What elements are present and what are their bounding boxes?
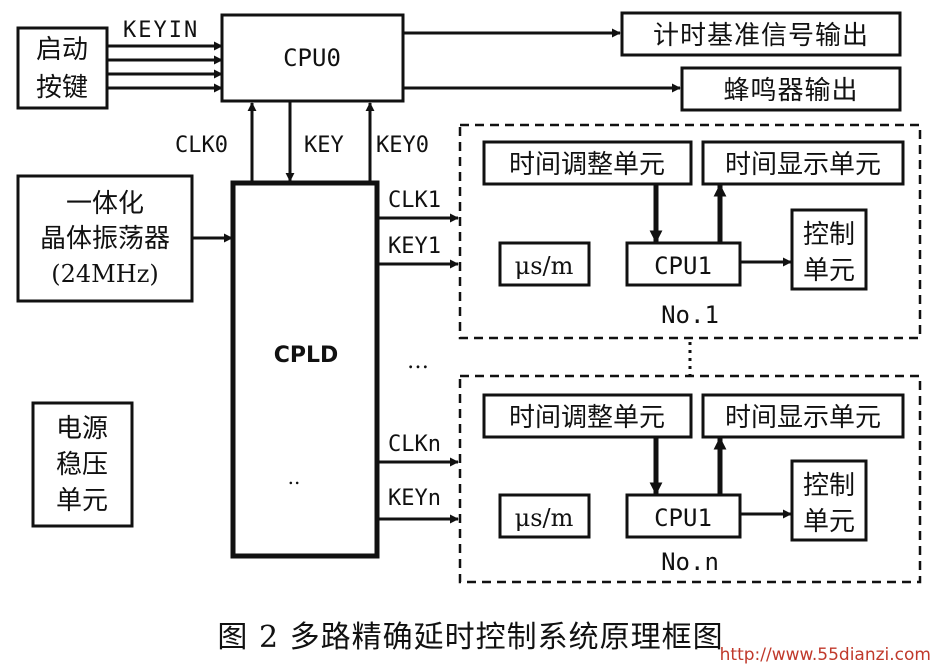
cpu0-block: CPU0 bbox=[220, 13, 405, 103]
time-adjust-label: 时间调整单元 bbox=[509, 150, 665, 180]
watermark[interactable]: http://www.55dianzi.com bbox=[719, 645, 931, 665]
module-number-label: No.1 bbox=[661, 301, 719, 329]
keyin-arrows bbox=[107, 41, 223, 93]
figure-caption: 图 2 多路精确延时控制系统原理框图 bbox=[217, 620, 724, 655]
cpu1-label: CPU1 bbox=[654, 252, 712, 280]
keyn-label: KEYn bbox=[388, 486, 441, 511]
oscillator-label-line3: (24MHz) bbox=[51, 260, 158, 288]
power-label-line2: 稳压 bbox=[56, 450, 108, 480]
ellipsis: … bbox=[407, 349, 429, 374]
module-non: 时间调整单元 时间显示单元 μs/m CPU1 控制 单元 No.n bbox=[458, 374, 922, 584]
power-label-line3: 单元 bbox=[56, 486, 108, 516]
cpu1-label: CPU1 bbox=[654, 504, 712, 532]
cpld-block: CPLD .. bbox=[230, 180, 380, 559]
cpu0-label: CPU0 bbox=[283, 44, 341, 72]
clk0-label: CLK0 bbox=[175, 133, 228, 158]
key-label: KEY bbox=[304, 133, 344, 158]
key1-label: KEY1 bbox=[388, 234, 441, 259]
time-adjust-label: 时间调整单元 bbox=[509, 403, 665, 433]
module-number-label: No.n bbox=[661, 548, 719, 576]
key0-label: KEY0 bbox=[376, 133, 429, 158]
keyin-label: KEYIN bbox=[123, 18, 199, 43]
time-display-label: 时间显示单元 bbox=[725, 150, 881, 180]
oscillator-label-line1: 一体化 bbox=[66, 189, 144, 219]
unit-label: μs/m bbox=[515, 252, 574, 280]
time-display-label: 时间显示单元 bbox=[725, 403, 881, 433]
clkn-label: CLKn bbox=[388, 432, 441, 457]
unit-label: μs/m bbox=[515, 504, 574, 532]
control-label-line2: 单元 bbox=[803, 507, 855, 537]
oscillator-block: 一体化 晶体振荡器 (24MHz) bbox=[16, 174, 194, 303]
timing-output-label: 计时基准信号输出 bbox=[653, 21, 869, 51]
start-button-label-line2: 按键 bbox=[36, 73, 88, 103]
buzzer-output-block: 蜂鸣器输出 bbox=[680, 66, 902, 112]
cpld-dots: .. bbox=[288, 465, 301, 489]
clk1-label: CLK1 bbox=[388, 188, 441, 213]
timing-output-block: 计时基准信号输出 bbox=[620, 11, 902, 57]
control-label-line1: 控制 bbox=[803, 471, 855, 501]
start-button-label-line1: 启动 bbox=[36, 35, 88, 65]
start-button-block: 启动 按键 bbox=[16, 26, 109, 110]
cpu0-cpld-signals bbox=[247, 101, 375, 183]
oscillator-label-line2: 晶体振荡器 bbox=[40, 224, 170, 254]
buzzer-output-label: 蜂鸣器输出 bbox=[723, 76, 858, 106]
power-label-line1: 电源 bbox=[56, 414, 108, 444]
cpld-label: CPLD bbox=[274, 343, 339, 368]
module-no1: 时间调整单元 时间显示单元 μs/m CPU1 控制 单元 No.1 bbox=[458, 123, 922, 340]
control-label-line1: 控制 bbox=[803, 220, 855, 250]
control-label-line2: 单元 bbox=[803, 256, 855, 286]
power-block: 电源 稳压 单元 bbox=[31, 401, 134, 528]
